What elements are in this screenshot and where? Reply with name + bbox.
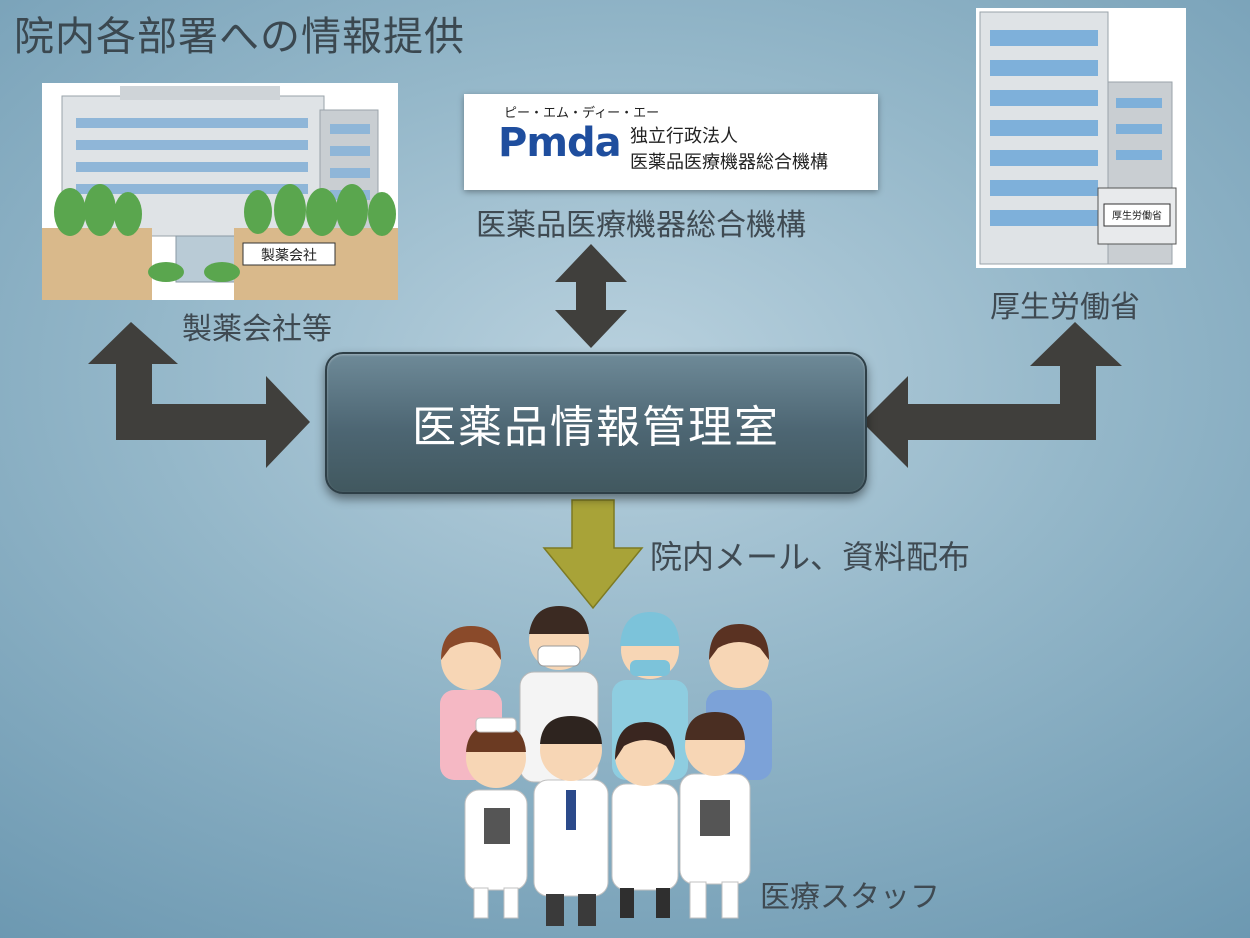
edge-center-staff-label: 院内メール、資料配布: [650, 538, 971, 576]
node-pharma-label: 製薬会社等: [182, 312, 332, 347]
mhlw-building-illustration: 厚生労働省: [976, 8, 1186, 268]
arrow-pharma-center: [88, 322, 310, 468]
pmda-kana-text: ピー・エム・ディー・エー: [504, 106, 660, 121]
pmda-logo: Pmda: [498, 120, 622, 166]
arrow-center-staff: [542, 499, 644, 610]
node-mhlw-label: 厚生労働省: [990, 290, 1140, 325]
node-center-label: 医薬品情報管理室: [412, 402, 780, 453]
pharma-sign-text: 製薬会社: [261, 248, 317, 264]
pmda-logo-card: ピー・エム・ディー・エー Pmda 独立行政法人 医薬品医療機器総合機構: [464, 94, 878, 190]
mhlw-sign-text: 厚生労働省: [1112, 209, 1162, 222]
node-pmda-label: 医薬品医療機器総合機構: [476, 208, 806, 243]
arrow-pmda-center: [555, 244, 627, 348]
pmda-org-line2: 医薬品医療機器総合機構: [630, 152, 828, 173]
node-center-box: 医薬品情報管理室: [325, 352, 867, 494]
pharma-building-illustration: 製薬会社: [42, 83, 398, 300]
pmda-org-line1: 独立行政法人: [630, 126, 738, 147]
medical-staff-illustration: [440, 606, 772, 926]
node-staff-label: 医療スタッフ: [760, 880, 940, 915]
page-title: 院内各部署への情報提供: [14, 14, 465, 60]
arrow-mhlw-center: [862, 322, 1122, 468]
